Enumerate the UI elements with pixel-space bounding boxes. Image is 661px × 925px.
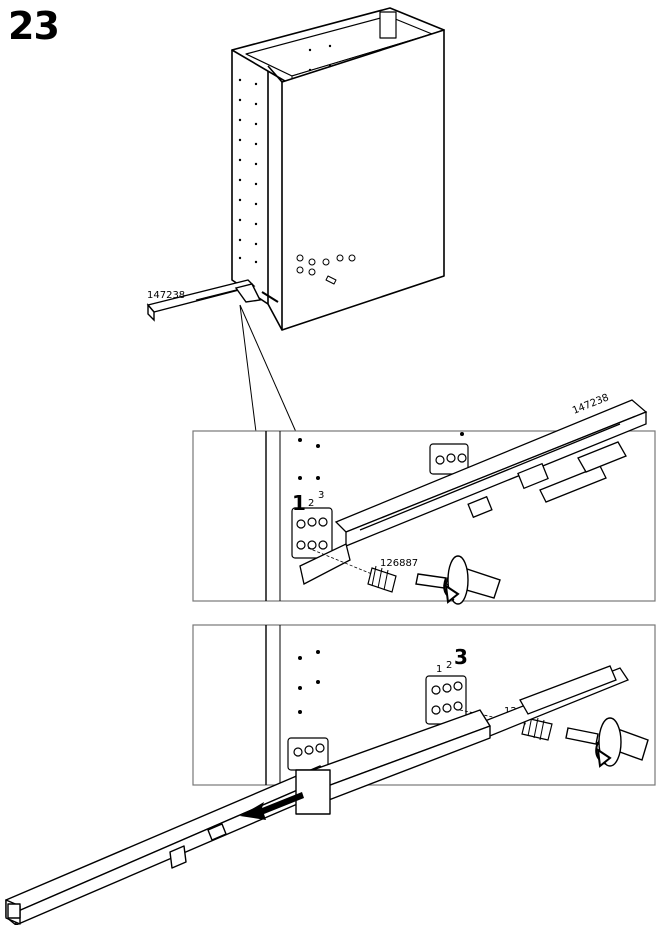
detail-panel-upper: 1 2 3 126887 147238 xyxy=(192,392,656,605)
rotate-arrow-lower xyxy=(595,741,612,768)
position-label-1: 1 xyxy=(292,491,306,515)
step-number: 23 xyxy=(8,4,60,48)
cabinet-drawing xyxy=(231,7,445,331)
position-label-3: 3 xyxy=(318,490,324,501)
direction-arrow xyxy=(240,792,304,820)
position-label-3-lower: 3 xyxy=(454,645,468,669)
screw xyxy=(307,547,397,593)
position-label-2: 2 xyxy=(308,498,314,509)
rotate-arrow xyxy=(443,577,460,604)
position-label-1-lower: 1 xyxy=(436,664,442,675)
callout-lines xyxy=(239,304,297,433)
rail-part-number: 147238 xyxy=(147,290,185,301)
screwdriver-lower xyxy=(565,717,649,767)
drawer-rail xyxy=(146,279,279,322)
screw-part-number: 126887 xyxy=(380,558,418,569)
position-label-2-lower: 2 xyxy=(446,660,452,671)
